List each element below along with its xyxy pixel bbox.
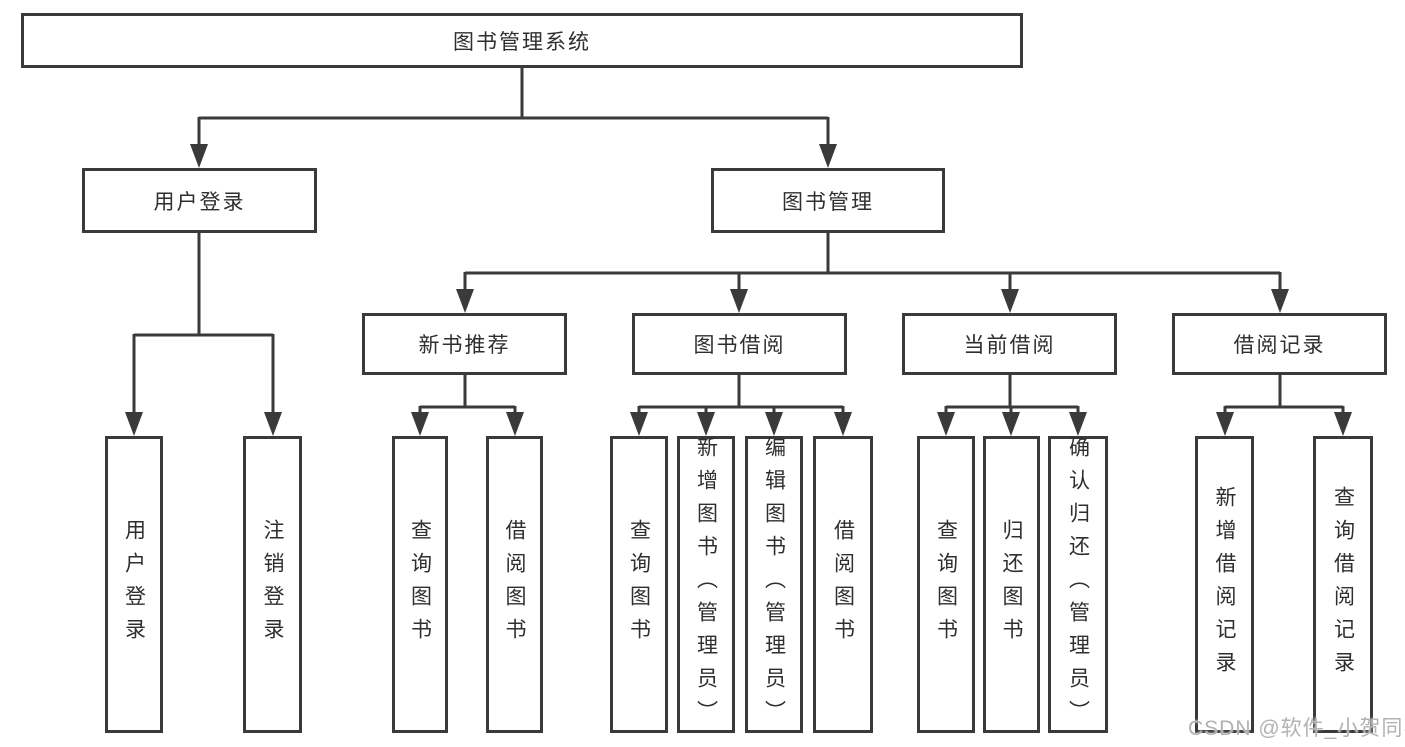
node-current-borrowing-label: 当前借阅 <box>963 334 1056 357</box>
leaf-confirm-return-admin-label: 确认归还（管理员） <box>1066 436 1090 733</box>
leaf-query-books-recommend-label: 查询图书 <box>408 518 432 651</box>
leaf-borrow-books: 借阅图书 <box>813 436 873 733</box>
node-current-borrowing: 当前借阅 <box>902 313 1117 375</box>
node-new-book-recommend: 新书推荐 <box>362 313 567 375</box>
arrowheads <box>125 144 1352 436</box>
leaf-query-books-borrow-label: 查询图书 <box>627 518 651 651</box>
leaf-logout: 注销登录 <box>243 436 302 733</box>
node-new-book-recommend-label: 新书推荐 <box>418 334 511 357</box>
leaf-add-borrow-record: 新增借阅记录 <box>1195 436 1254 733</box>
leaf-return-books: 归还图书 <box>983 436 1040 733</box>
node-system-root-label: 图书管理系统 <box>453 30 591 54</box>
leaf-return-books-label: 归还图书 <box>1000 518 1023 651</box>
leaf-query-books-recommend: 查询图书 <box>392 436 448 733</box>
leaf-user-login-label: 用户登录 <box>122 518 146 651</box>
node-borrow-records: 借阅记录 <box>1172 313 1387 375</box>
leaf-edit-books-admin: 编辑图书（管理员） <box>745 436 803 733</box>
node-borrow-records-label: 借阅记录 <box>1233 334 1326 357</box>
leaf-query-borrow-record-label: 查询借阅记录 <box>1331 485 1355 684</box>
leaf-borrow-books-recommend: 借阅图书 <box>486 436 543 733</box>
node-user-login: 用户登录 <box>82 168 317 233</box>
node-book-borrowing: 图书借阅 <box>632 313 847 375</box>
leaf-add-books-admin: 新增图书（管理员） <box>677 436 735 733</box>
leaf-query-books-current: 查询图书 <box>917 436 975 733</box>
leaf-query-borrow-record: 查询借阅记录 <box>1313 436 1373 733</box>
node-user-login-label: 用户登录 <box>153 190 246 214</box>
node-book-borrowing-label: 图书借阅 <box>693 334 786 357</box>
leaf-edit-books-admin-label: 编辑图书（管理员） <box>762 436 786 733</box>
node-book-management-label: 图书管理 <box>782 190 874 214</box>
node-book-management: 图书管理 <box>711 168 945 233</box>
leaf-add-borrow-record-label: 新增借阅记录 <box>1213 485 1236 684</box>
leaf-confirm-return-admin: 确认归还（管理员） <box>1048 436 1108 733</box>
leaf-query-books-borrow: 查询图书 <box>610 436 668 733</box>
csdn-watermark: CSDN @软件_小贺同学 <box>1188 717 1405 740</box>
node-system-root: 图书管理系统 <box>21 13 1023 68</box>
leaf-logout-label: 注销登录 <box>261 518 284 651</box>
leaf-query-books-current-label: 查询图书 <box>934 518 958 651</box>
leaf-borrow-books-recommend-label: 借阅图书 <box>503 518 526 651</box>
leaf-user-login: 用户登录 <box>105 436 163 733</box>
leaf-add-books-admin-label: 新增图书（管理员） <box>694 436 718 733</box>
leaf-borrow-books-label: 借阅图书 <box>831 518 855 651</box>
